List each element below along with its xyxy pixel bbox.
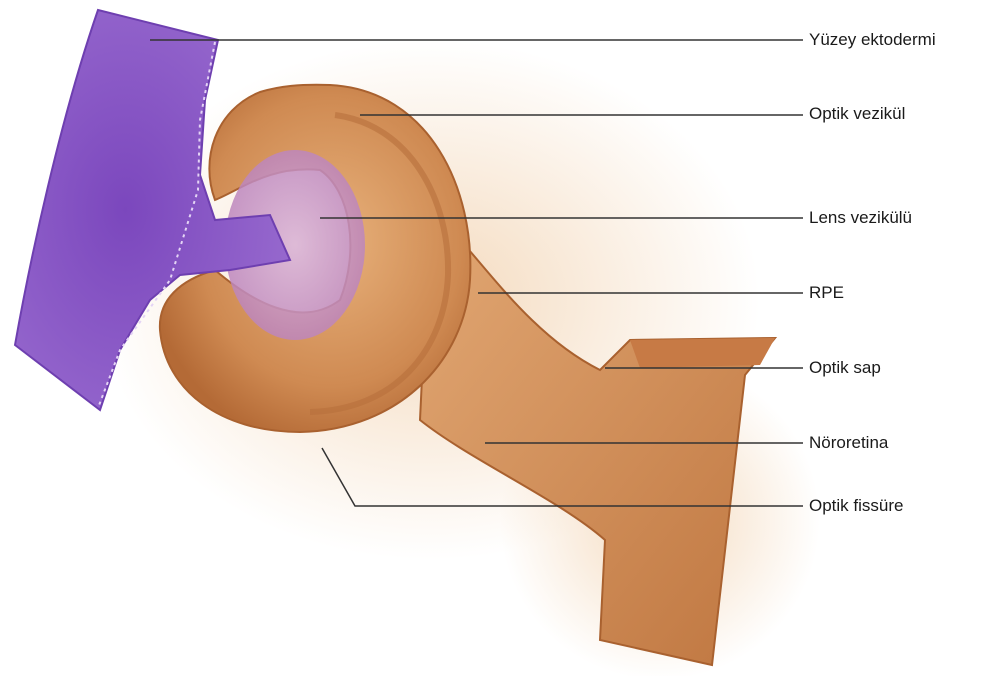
- label-surface-ectoderm: Yüzey ektodermi: [809, 30, 936, 50]
- label-optic-fissure: Optik fissüre: [809, 496, 903, 516]
- optic-stalk-top-face: [630, 338, 775, 368]
- label-optic-stalk: Optik sap: [809, 358, 881, 378]
- label-lens-vesicle: Lens vezikülü: [809, 208, 912, 228]
- label-rpe: RPE: [809, 283, 844, 303]
- label-neuroretina: Nöroretina: [809, 433, 888, 453]
- label-optic-vesicle: Optik vezikül: [809, 104, 905, 124]
